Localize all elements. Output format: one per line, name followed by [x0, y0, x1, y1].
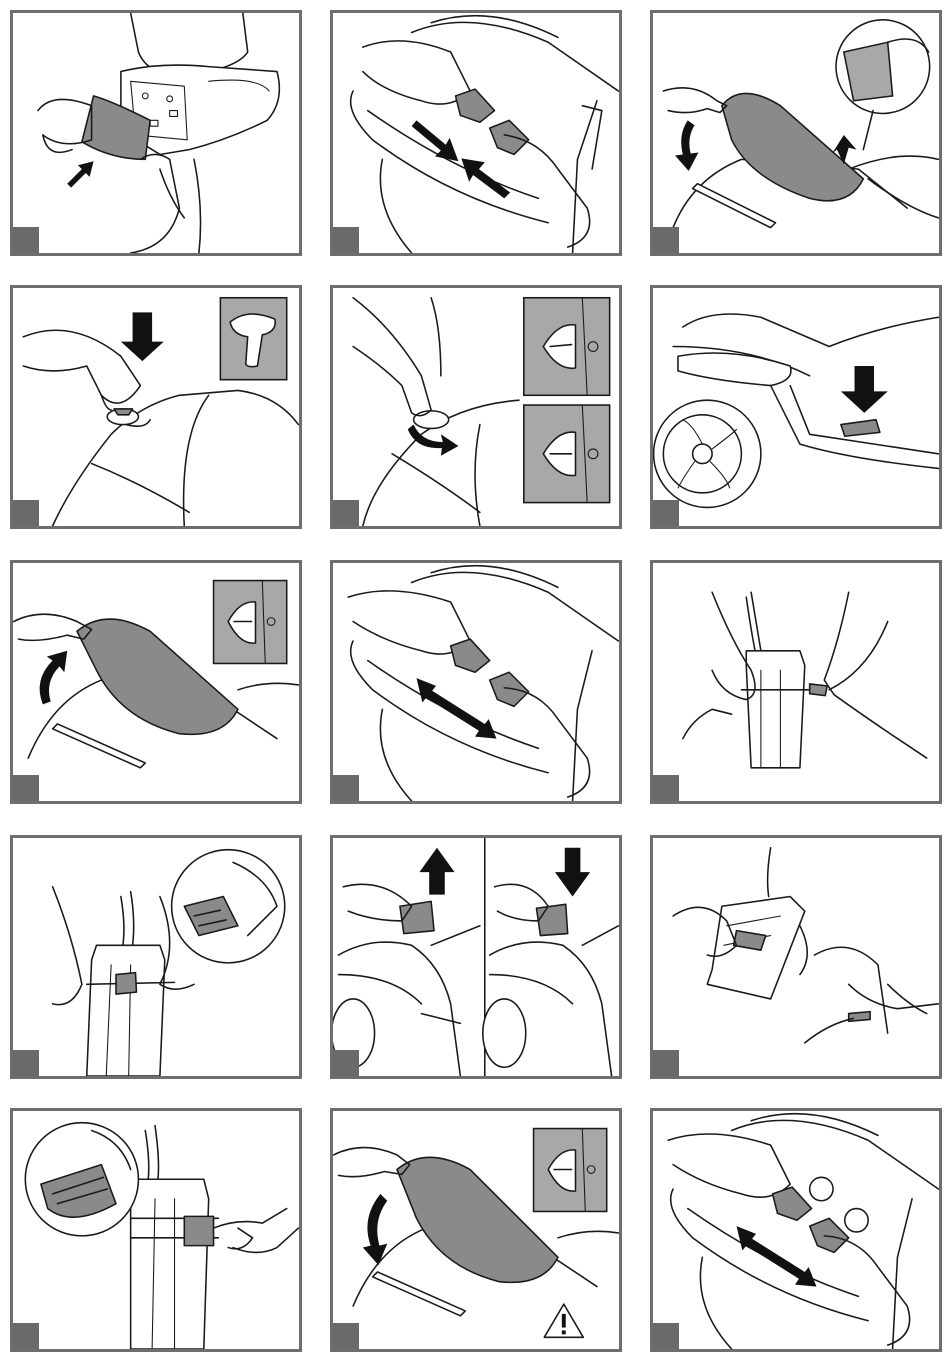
step-panel-14 [330, 1108, 622, 1352]
battery-icon [131, 1179, 209, 1349]
step-badge [13, 227, 39, 253]
step-panel-10 [10, 835, 302, 1079]
double-arrow-icon [737, 1226, 817, 1286]
step-panel-6 [650, 285, 942, 529]
step-badge [13, 775, 39, 801]
hand-icon [668, 1134, 790, 1197]
connector-icon [773, 1187, 812, 1220]
step-1-illustration [13, 13, 299, 253]
step-panel-9 [650, 560, 942, 804]
step-badge [333, 1323, 359, 1349]
step-9-illustration [653, 563, 939, 801]
step-13-illustration [13, 1111, 299, 1349]
curved-arrow-icon [408, 425, 459, 456]
step-panel-4 [10, 285, 302, 529]
connector-icon [490, 672, 529, 706]
connector-icon [451, 639, 490, 672]
connector-icon [810, 1218, 849, 1252]
step-panel-8 [330, 560, 622, 804]
step-badge [653, 500, 679, 526]
curved-arrow-icon [363, 1194, 387, 1265]
battery-icon [87, 945, 165, 1076]
step-panel-5 [330, 285, 622, 529]
step-badge [653, 775, 679, 801]
step-badge [13, 1050, 39, 1076]
step-panel-13 [10, 1108, 302, 1352]
step-6-illustration [653, 288, 939, 526]
step-8-illustration [333, 563, 619, 801]
step-badge [653, 1323, 679, 1349]
step-badge [13, 500, 39, 526]
arrow-icon [841, 366, 888, 413]
step-badge [653, 1050, 679, 1076]
arrow-down-icon [555, 848, 590, 897]
step-2-illustration [333, 13, 619, 253]
double-arrow-icon [417, 678, 497, 738]
step-3-illustration [653, 13, 939, 253]
arrow-icon [461, 158, 510, 198]
strap-icon [849, 1012, 870, 1022]
hand-icon [348, 591, 470, 654]
connector-icon [456, 89, 495, 122]
connector-icon [490, 120, 529, 154]
step-5-illustration [333, 288, 619, 526]
step-15-illustration [653, 1111, 939, 1349]
hand-icon [228, 1228, 252, 1249]
screw-icon [114, 409, 133, 415]
step-panel-1 [10, 10, 302, 256]
step-panel-3 [650, 10, 942, 256]
pedal-icon [841, 420, 880, 437]
strap-icon [810, 684, 828, 696]
strap-icon [184, 1216, 213, 1245]
arrow-up-icon [419, 848, 454, 895]
step-panel-2 [330, 10, 622, 256]
arrow-icon [412, 120, 459, 161]
step-panel-11 [330, 835, 622, 1079]
step-14-illustration [333, 1111, 619, 1349]
hand-icon [353, 298, 431, 416]
hand-icon [53, 887, 82, 1005]
step-panel-12 [650, 835, 942, 1079]
step-badge [333, 500, 359, 526]
step-panel-7 [10, 560, 302, 804]
step-12-illustration [653, 838, 939, 1076]
step-badge [333, 227, 359, 253]
hand-right-icon [131, 154, 180, 253]
curved-arrow-icon [675, 120, 698, 171]
hand-icon [363, 41, 470, 104]
step-badge [13, 1323, 39, 1349]
strap-icon [116, 973, 136, 994]
hand-icon [663, 88, 726, 113]
step-11-illustration [333, 838, 619, 1076]
step-4-illustration [13, 288, 299, 526]
curved-arrow-icon [40, 651, 68, 705]
battery-icon [746, 651, 805, 768]
battery-icon [536, 904, 567, 935]
arrow-icon [121, 312, 164, 361]
step-panel-15 [650, 1108, 942, 1352]
step-badge [333, 775, 359, 801]
hand-icon [23, 330, 140, 403]
step-7-illustration [13, 563, 299, 801]
step-badge [333, 1050, 359, 1076]
step-badge [653, 227, 679, 253]
step-10-illustration [13, 838, 299, 1076]
arrow-icon [67, 161, 93, 187]
